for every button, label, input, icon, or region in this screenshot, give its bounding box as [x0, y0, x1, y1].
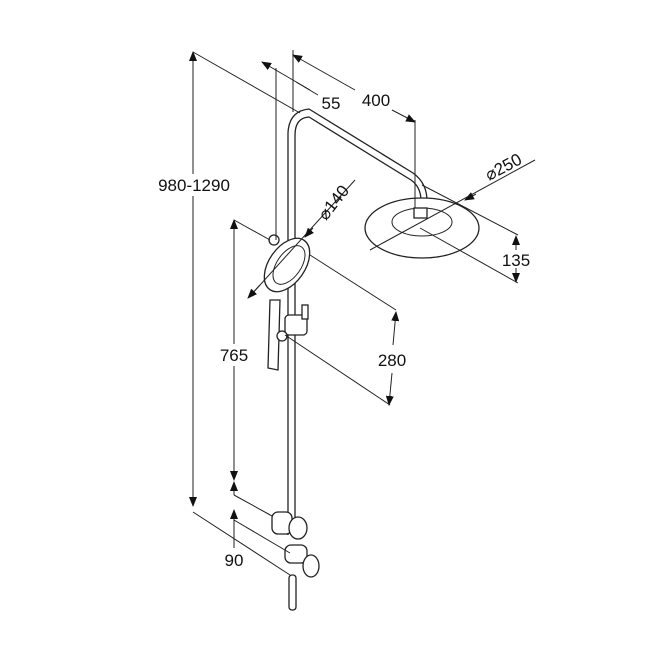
label-mixer-height: 90 [225, 551, 244, 570]
dim-total-height: 980-1290 [150, 51, 301, 576]
label-head-height: 135 [502, 251, 530, 270]
thermostatic-mixer [271, 511, 320, 611]
dim-holder-height: 765 [214, 219, 273, 517]
overhead-shower-head [364, 197, 480, 259]
dim-mixer-height: 90 [225, 481, 291, 570]
slide-holder [276, 304, 309, 342]
riser-rail [287, 108, 428, 535]
label-offset: 55 [322, 94, 341, 113]
label-holder-height: 765 [220, 346, 248, 365]
label-head-diameter: ⌀250 [482, 150, 525, 185]
hand-shower [263, 234, 311, 371]
dim-arm-projection: 400 [292, 50, 416, 208]
label-total-height: 980-1290 [158, 176, 230, 195]
label-arm-projection: 400 [362, 91, 390, 110]
dim-slide-range: 280 [284, 254, 406, 406]
label-slide-range: 280 [378, 351, 406, 370]
dim-offset: 55 [261, 61, 341, 240]
dim-hand-shower-diameter: ⌀140 [247, 179, 356, 299]
dim-head-height: 135 [419, 184, 530, 284]
